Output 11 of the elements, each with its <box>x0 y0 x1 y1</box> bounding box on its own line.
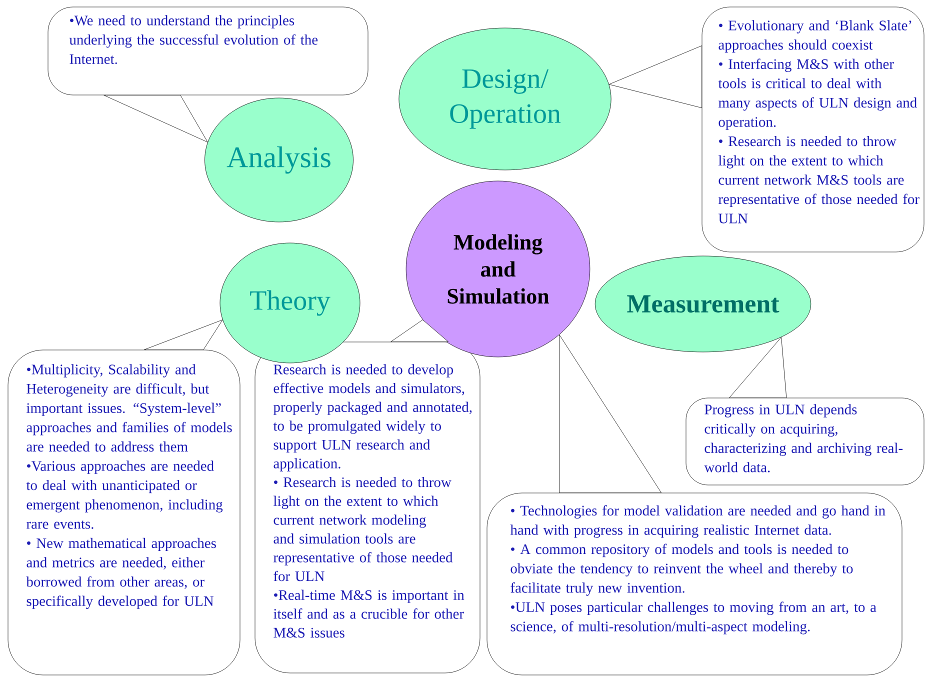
callout-tail <box>390 320 449 342</box>
callout-tail <box>144 320 223 350</box>
callout-tail <box>729 337 787 398</box>
callout-bubble: •Multiplicity, Scalability and Heterogeneity are difficult, but important issues. “System-level” approaches and families of models are needed to address them •Various approaches are needed to deal with unanticipated or emergent phenomenon, including rare events. • New mathematical approaches and metrics are needed, either borrowed from other areas, or specifically developed for ULN <box>8 350 240 676</box>
callout-tail <box>104 95 208 142</box>
callout-bubble: Progress in ULN depends critically on acquiring, characterizing and archiving real-world data. <box>686 398 924 486</box>
callout-bubble: • Evolutionary and ‘Blank Slate’ approaches should coexist • Interfacing M&S with other tools is critical to deal with many aspects of ULN design and operation. • Research is needed to throw light on the extent to which current network M&S tools are representative of those needed for ULN <box>702 6 924 252</box>
callout-tail <box>559 334 662 493</box>
callout-tail <box>608 45 702 108</box>
callout-bubble: Research is needed to develop effective models and simulators, properly packaged and annotated, to be promulgated widely to support ULN research and application. • Research is needed to throw light on the extent to which current network modeling and simulation tools are representative of those needed for ULN •Real-time M&S is important in itself and as a crucible for other M&S issues <box>254 342 480 674</box>
callout-bubble: • Technologies for model validation are needed and go hand in hand with progress in acquiring realistic Internet data. • A common repository of models and tools is needed to obviate the tendency to reinvent the wheel and thereby to facilitate truly new invention. •ULN poses particular challenges to moving from an art, to a science, of multi-resolution/multi-aspect modeling. <box>486 492 902 676</box>
